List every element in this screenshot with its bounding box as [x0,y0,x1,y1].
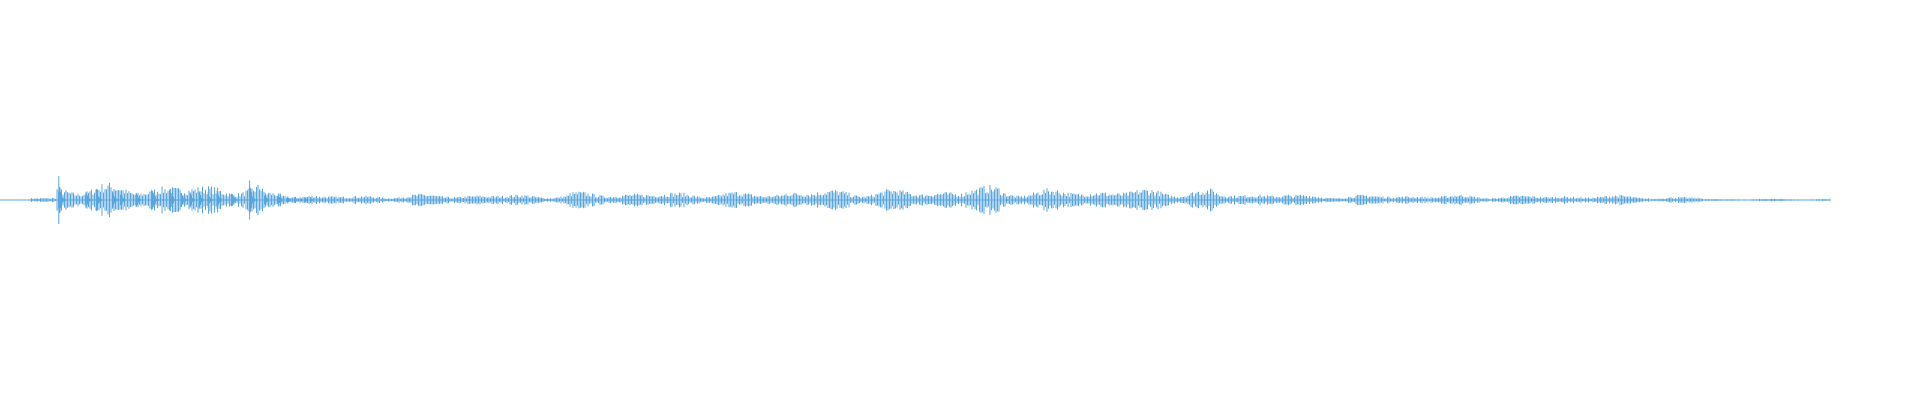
waveform-transient [207,192,217,208]
waveform-transient [198,191,208,209]
waveform-transient [135,192,145,208]
waveform-transient [169,188,179,212]
waveform-transient [85,192,95,208]
waveform-body [29,182,1831,218]
waveform-transient [310,198,318,202]
waveform-transient [180,192,190,208]
waveform-transient [151,190,161,210]
waveform-transient [58,175,68,225]
waveform-transient [277,194,287,206]
waveform-transient [216,190,226,210]
waveform-transient [189,192,199,208]
waveform-transients [58,175,318,225]
waveform-transient [96,188,106,212]
waveform-transient [249,180,259,220]
waveform-transient [263,192,273,208]
waveform-transient [119,190,129,210]
waveform-transient [231,193,241,207]
